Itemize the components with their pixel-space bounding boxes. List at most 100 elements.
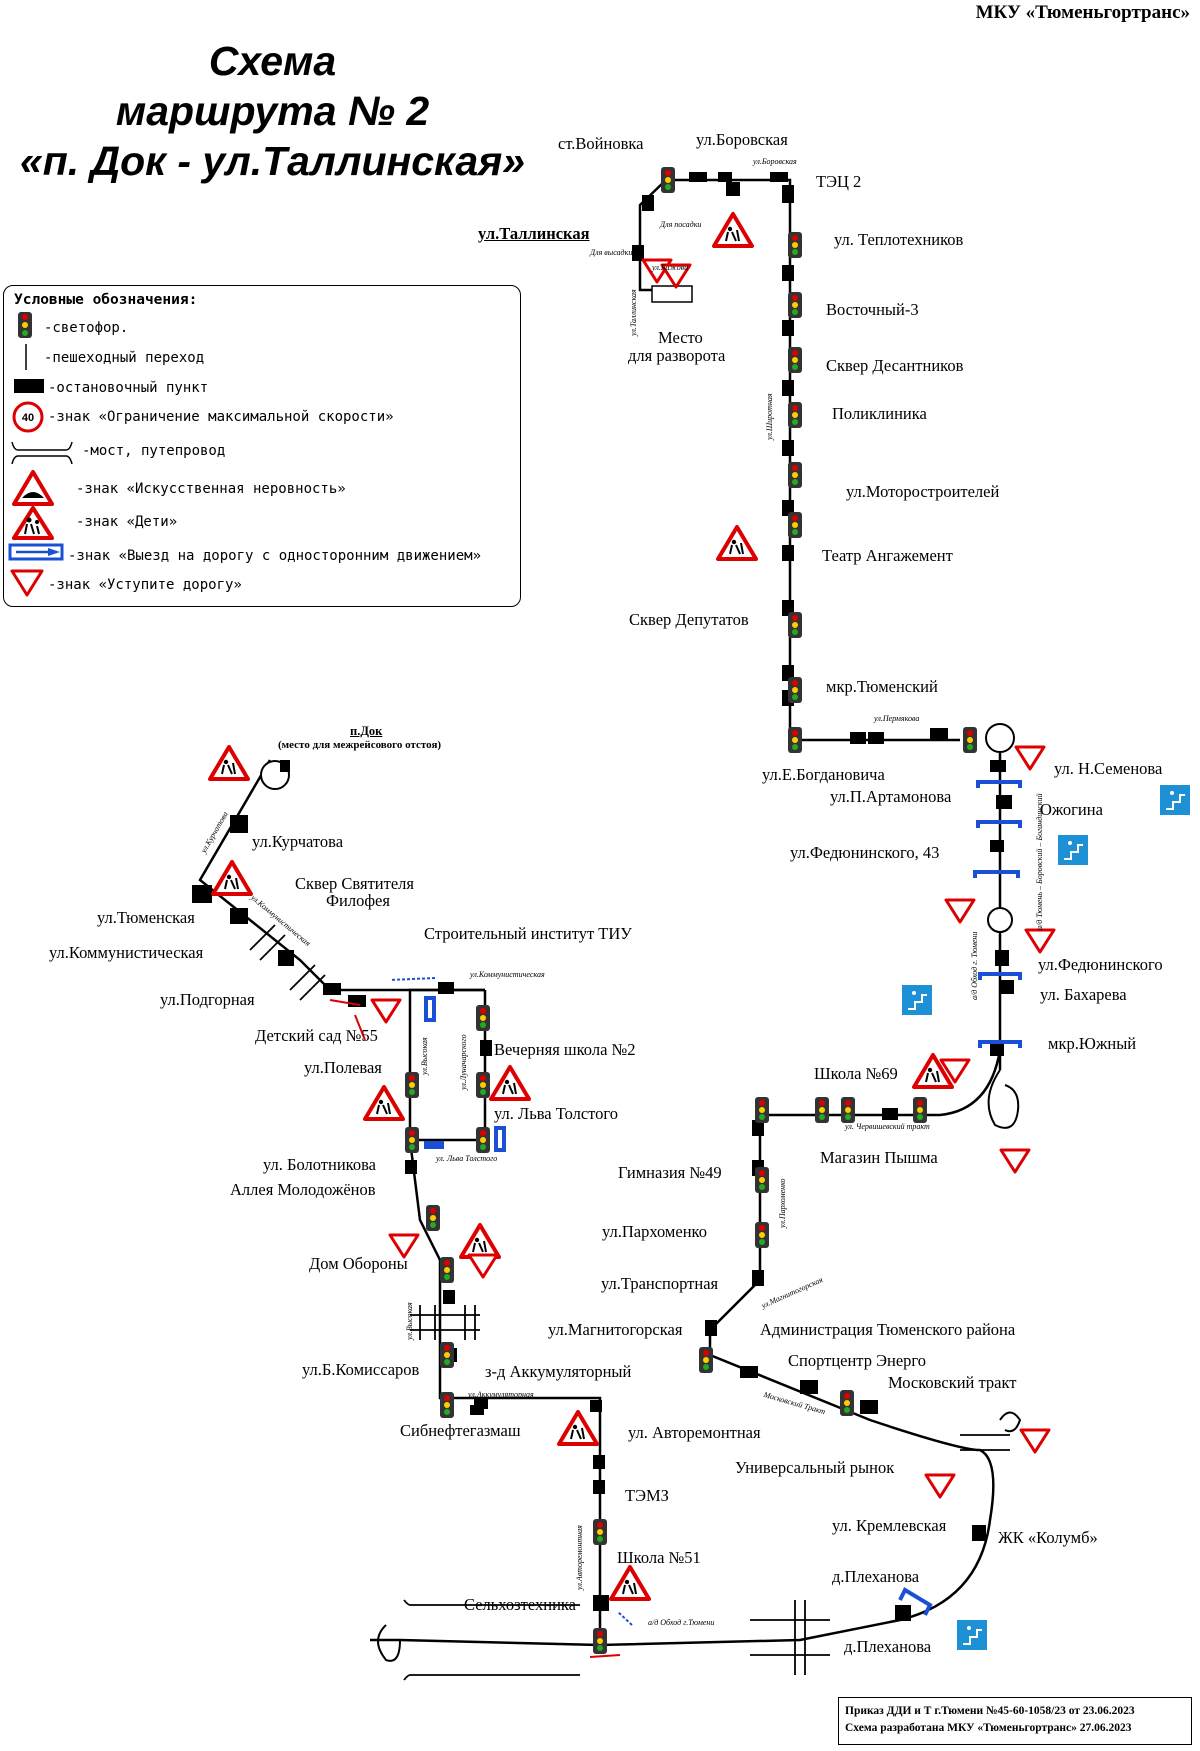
turnaround-loops — [377, 1069, 1022, 1662]
label-dlya-vysadki: Для высадки — [590, 248, 633, 257]
street-obhod-1: а/д Обход г.Тюмени — [648, 1618, 715, 1627]
stop-label-plehanova-1: д.Плеханова — [832, 1567, 920, 1586]
label-dlya-posadki: Для посадки — [660, 220, 702, 229]
traffic-light-icon — [18, 312, 32, 338]
legend-label-yield: -знак «Уступите дорогу» — [48, 577, 242, 593]
title-line-3: «п. Док - ул.Таллинская» — [19, 138, 526, 184]
street-shirotnaya: ул.Широтная — [765, 393, 774, 440]
legend-label-bus-stop: -остановочный пункт — [48, 380, 209, 396]
one-way-lane-marks — [424, 780, 1022, 1616]
stop-label-shkola51: Школа №51 — [617, 1548, 701, 1567]
street-l-tolstogo: ул. Льва Толстого — [436, 1154, 498, 1163]
street-lunacharskogo: ул.Луначарского — [459, 1034, 468, 1090]
page-title: Схема маршрута № 2 «п. Док - ул.Таллинск… — [0, 36, 545, 186]
stop-label-bolotnikova: ул. Болотникова — [263, 1155, 376, 1174]
roundabout-1 — [985, 723, 1015, 753]
bus-stop-icon — [14, 379, 44, 393]
stop-label-artamonova: ул.П.Артамонова — [830, 787, 952, 806]
stop-label-mkr-tyum: мкр.Тюменский — [826, 677, 938, 696]
legend-label-crosswalk: -пешеходный переход — [44, 350, 205, 366]
stop-label-gimn49: Гимназия №49 — [618, 1163, 722, 1182]
stop-label-fed: ул.Федюнинского — [1038, 955, 1163, 974]
legend-box: Условные обозначения: 40 — [3, 285, 521, 607]
one-way-exit-sign-icon — [8, 543, 64, 561]
legend-label-traffic-light: -светофор. — [44, 320, 129, 336]
bus-stops — [192, 172, 1014, 1621]
label-razvorot-1: Место — [658, 328, 703, 347]
stop-label-tyumenskaya: ул.Тюменская — [97, 908, 195, 927]
stop-label-tallinskaya: ул.Таллинская — [478, 224, 590, 243]
stop-label-podgornaya: ул.Подгорная — [160, 990, 255, 1009]
stop-label-kreml: ул. Кремлевская — [832, 1516, 947, 1535]
legend-heading: Условные обозначения: — [14, 292, 198, 308]
order-line-1: Приказ ДДИ и Т г.Тюмени №45-60-1058/23 о… — [845, 1705, 1135, 1717]
stop-label-p-dok: п.Док — [350, 724, 383, 738]
title-line-1: Схема — [208, 38, 337, 84]
street-bazhova: ул.Бажова — [652, 263, 689, 272]
street-avtorem: ул.Авторемонтная — [575, 1525, 584, 1590]
street-cherv-trakt: ул. Червишевский тракт — [845, 1122, 930, 1131]
stop-label-vech-shk: Вечерняя школа №2 — [494, 1040, 636, 1059]
stop-label-transportnaya: ул.Транспортная — [601, 1274, 719, 1293]
stop-label-sk-filofeya-2: Филофея — [326, 891, 390, 910]
stop-label-motorostr: ул.Моторостроителей — [846, 482, 1000, 501]
stop-label-shkola69: Школа №69 — [814, 1064, 898, 1083]
legend-label-children: -знак «Дети» — [76, 514, 178, 530]
stop-label-energo: Спортцентр Энерго — [788, 1351, 927, 1370]
roundabout-2 — [987, 907, 1013, 933]
legend-label-speed-bump: -знак «Искусственная неровность» — [76, 481, 346, 497]
stop-label-voinovka: ст.Войновка — [558, 134, 644, 153]
legend-label-one-way-exit: -знак «Выезд на дорогу с односторонним д… — [68, 548, 482, 564]
stop-label-komissarov: ул.Б.Комиссаров — [302, 1360, 420, 1379]
street-permyakova: ул.Пермякова — [874, 714, 920, 723]
stop-label-selhoz: Сельхозтехника — [464, 1595, 576, 1614]
street-obhod-2: а/д Обход г. Тюмени — [970, 931, 979, 1000]
stop-label-bogdanovicha: ул.Е.Богдановича — [762, 765, 885, 784]
stop-label-magnitogorsk: ул.Магнитогорская — [548, 1320, 683, 1339]
legend-label-bridge: -мост, путепровод — [82, 443, 226, 459]
bridge-icon — [11, 441, 73, 465]
street-vysokaya: ул.Высокая — [420, 1037, 429, 1075]
stop-label-sk-filofeya-1: Сквер Святителя — [295, 874, 414, 893]
legend-label-speed-limit: -знак «Ограничение максимальной скорости… — [48, 409, 394, 425]
route-line-north — [198, 178, 1002, 1647]
stop-label-sibneft: Сибнефтегазмаш — [400, 1421, 521, 1440]
stop-label-kolumb: ЖК «Колумб» — [998, 1528, 1098, 1547]
title-line-2: маршрута № 2 — [115, 88, 430, 134]
stop-label-bahareva: ул. Бахарева — [1040, 985, 1127, 1004]
stop-label-dom-oborony: Дом Обороны — [309, 1254, 408, 1273]
stop-label-dok-note: (место для межрейсового отстоя) — [278, 739, 442, 751]
label-razvorot-2: для разворота — [628, 346, 726, 365]
stop-label-alleya: Аллея Молодожёнов — [230, 1180, 376, 1199]
stop-label-sk-desant: Сквер Десантников — [826, 356, 964, 375]
stop-label-tiu: Строительный институт ТИУ — [424, 924, 632, 943]
stop-label-ozhogina: Ожогина — [1040, 800, 1103, 819]
stop-label-vostochny3: Восточный-3 — [826, 300, 919, 319]
stop-label-teatr: Театр Ангажемент — [822, 546, 953, 565]
stop-label-rynok: Универсальный рынок — [735, 1458, 895, 1477]
stop-label-teplotehnikov: ул. Теплотехников — [834, 230, 964, 249]
stop-label-akkum: з-д Аккумуляторный — [485, 1362, 632, 1381]
stop-label-pyshma: Магазин Пышма — [820, 1148, 938, 1167]
street-boroviy: а/д Тюмень – Боровский – Богандинский — [1035, 793, 1044, 930]
street-akkum: ул.Аккумуляторная — [468, 1390, 534, 1399]
stop-label-sk-deputatov: Сквер Депутатов — [629, 610, 749, 629]
stop-label-mosk-trakt: Московский тракт — [888, 1373, 1017, 1392]
stop-label-kurchatova: ул.Курчатова — [252, 832, 344, 851]
stop-label-semenova: ул. Н.Семенова — [1054, 759, 1163, 778]
street-kommun-2: ул.Коммунистическая — [470, 970, 545, 979]
speed-limit-value: 40 — [22, 412, 34, 424]
stop-label-detsad: Детский сад №55 — [255, 1026, 378, 1045]
stop-label-admin: Администрация Тюменского района — [760, 1320, 1016, 1339]
bridges — [249, 924, 1010, 1681]
children-sign-icon — [12, 506, 54, 540]
stop-label-tec2: ТЭЦ 2 — [816, 172, 862, 191]
street-vysokaya-2: ул.Высокая — [405, 1302, 414, 1340]
stop-label-fed43: ул.Федюнинского, 43 — [790, 843, 940, 862]
speed-limit-icon: 40 — [12, 401, 44, 433]
order-box: Приказ ДДИ и Т г.Тюмени №45-60-1058/23 о… — [838, 1697, 1192, 1745]
street-tallinskaya: ул.Таллинская — [629, 289, 638, 336]
stop-label-parhomenko: ул.Пархоменко — [602, 1222, 707, 1241]
speed-bump-sign-icon — [12, 470, 54, 506]
